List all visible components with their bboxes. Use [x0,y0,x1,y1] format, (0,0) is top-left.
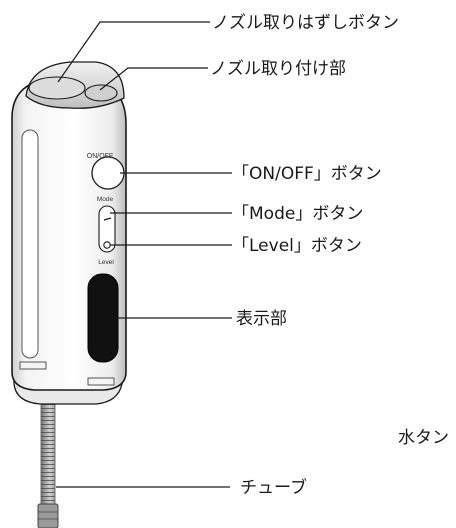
leader-nozzle-release [57,21,210,83]
device-label-mode: Mode [97,196,114,203]
display-panel [87,273,119,363]
device-label-level: Level [98,259,114,266]
top-cap [25,61,125,109]
nozzle-release-button-shape[interactable] [28,76,86,100]
label-nozzle-release-button: ノズル取りはずしボタン [212,13,399,33]
foot-slot-left [19,361,47,370]
foot-slot-right [87,377,115,386]
tube-coil [40,395,56,509]
device-label-on-off: ON/OFF [87,153,113,160]
leader-nozzle-mount [99,67,208,91]
label-on-off-button: 「ON/OFF」ボタン [232,164,382,184]
side-slot [21,129,39,359]
label-level-button: 「Level」ボタン [232,236,362,256]
label-display: 表示部 [236,309,287,329]
level-button-shape[interactable] [103,241,111,249]
leader-lines [56,21,232,488]
label-mode-button: 「Mode」ボタン [232,204,363,224]
tube [37,395,59,528]
on-off-button-shape[interactable] [91,156,125,190]
control-panel: ON/OFF Mode Level [87,153,125,363]
tube-connector [37,503,59,528]
callout-labels: ノズル取りはずしボタン ノズル取り付け部 「ON/OFF」ボタン 「Mode」ボ… [210,13,449,498]
label-tube: チューブ [240,477,307,498]
mode-level-pill [98,205,116,253]
label-water-tank-button: 水タン [398,428,449,448]
nozzle-mount-shape [84,84,118,102]
label-nozzle-mount: ノズル取り付け部 [210,59,346,79]
mode-button-mark[interactable] [103,217,112,221]
